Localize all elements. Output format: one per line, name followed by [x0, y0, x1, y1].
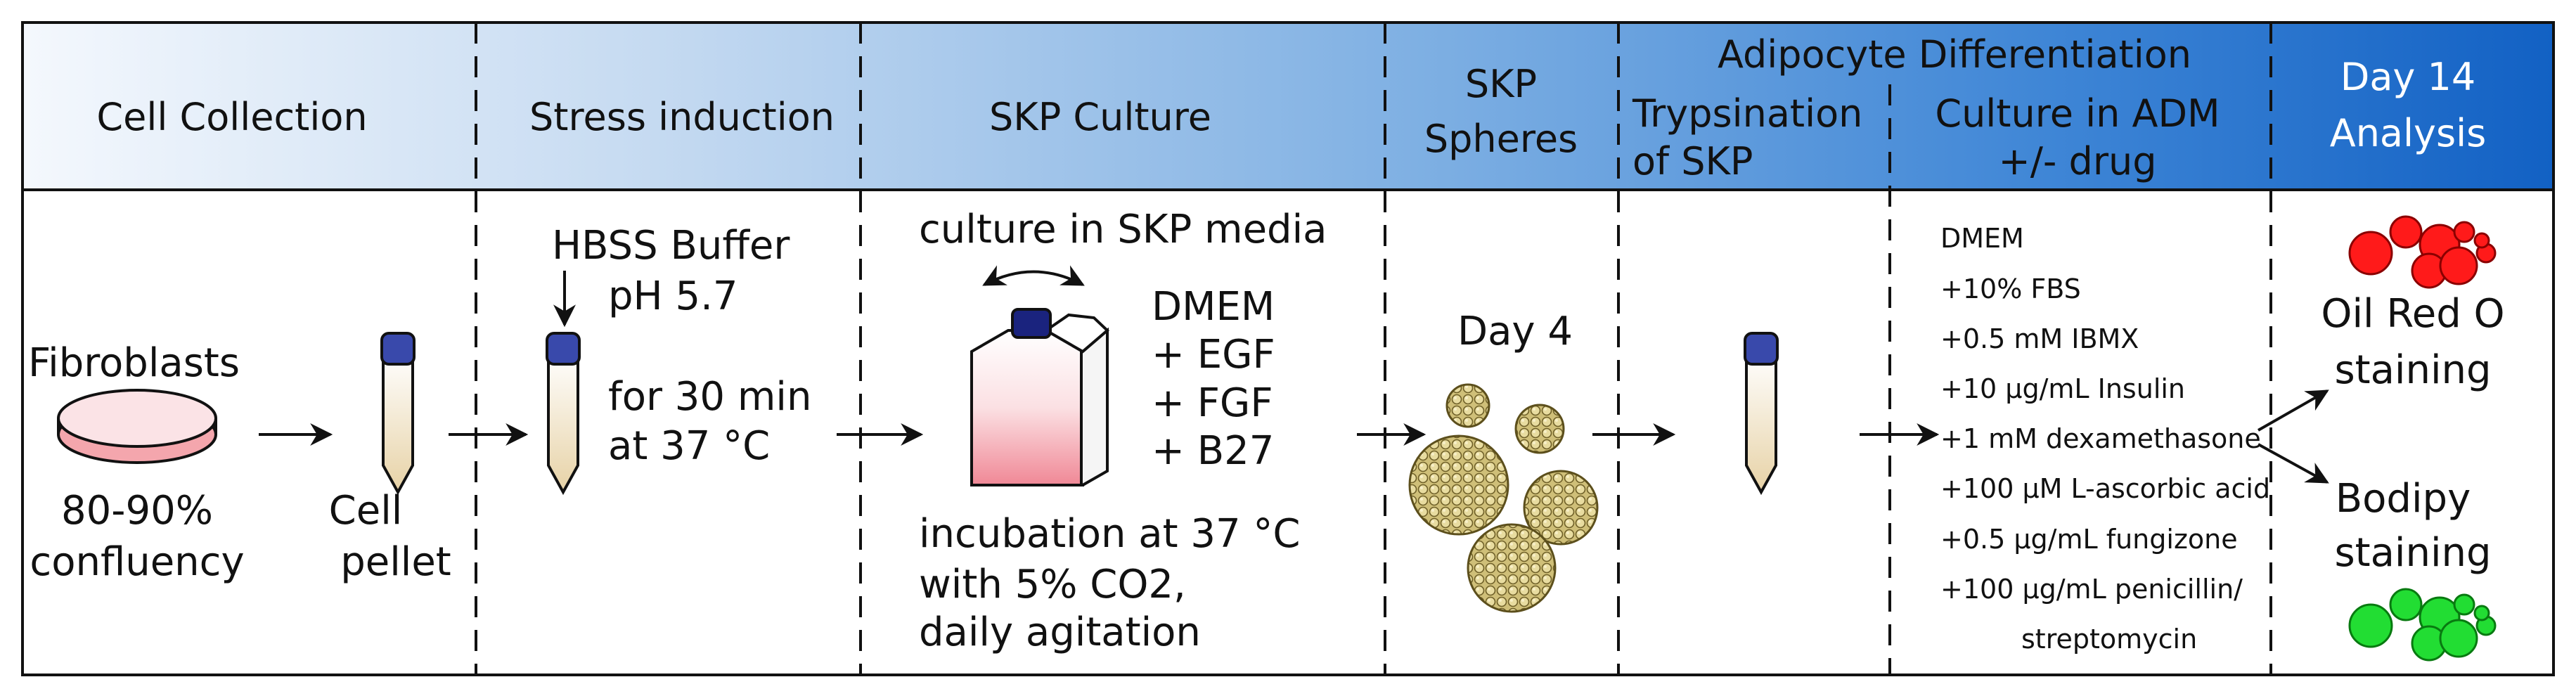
adm-section: DMEM +10% FBS +0.5 mM IBMX +10 µg/mL Ins… — [1860, 223, 2329, 655]
fibroblasts-label: Fibroblasts — [28, 340, 240, 386]
adm-component-5: +1 mM dexamethasone — [1940, 423, 2261, 454]
stress-tube-icon — [546, 332, 581, 496]
bodipy-droplets — [2348, 588, 2497, 662]
adm-component-9: streptomycin — [2021, 624, 2197, 655]
section-dividers — [475, 22, 2272, 675]
trypsination-tube-icon — [1744, 332, 1779, 496]
pellet-tube-icon — [380, 332, 416, 496]
header-trypsination-2: of SKP — [1632, 139, 1753, 183]
temperature-label: at 37 °C — [608, 423, 770, 469]
hbss-buffer-label: HBSS Buffer — [552, 223, 790, 269]
header-cell-collection: Cell Collection — [96, 95, 367, 139]
cell-collection-section: Fibroblasts 80-90% confluency Cell pelle… — [28, 332, 451, 585]
header-skp-spheres-1: SKP — [1465, 62, 1537, 106]
incubation-label-2: with 5% CO2, — [919, 562, 1186, 607]
header-band — [22, 22, 2554, 190]
arrow-to-oil-red — [2258, 389, 2329, 432]
oil-red-droplets — [2348, 215, 2497, 289]
header-stress-induction: Stress induction — [529, 95, 835, 139]
header-day14-2: Analysis — [2330, 111, 2487, 155]
confluency-label-2: confluency — [30, 539, 244, 585]
incubation-label-1: incubation at 37 °C — [919, 511, 1301, 557]
trypsination-section — [1592, 332, 1779, 496]
pellet-label-1: Cell — [329, 488, 403, 534]
header-skp-spheres-2: Spheres — [1424, 117, 1578, 161]
petri-dish-icon — [57, 389, 217, 464]
header-culture-adm-2: +/- drug — [1998, 139, 2156, 183]
oil-red-label-1: Oil Red O — [2321, 291, 2504, 337]
adm-component-8: +100 µg/mL penicillin/ — [1940, 574, 2243, 605]
confluency-label-1: 80-90% — [61, 488, 213, 534]
adm-component-3: +0.5 mM IBMX — [1940, 323, 2139, 354]
header-adipocyte-differentiation: Adipocyte Differentiation — [1718, 32, 2191, 77]
skp-spheres-section: Day 4 — [1357, 309, 1599, 613]
culture-flask-icon — [970, 308, 1109, 486]
media-component-2: + EGF — [1152, 332, 1275, 378]
day4-label: Day 4 — [1457, 309, 1573, 354]
header-trypsination-1: Trypsination — [1632, 91, 1862, 136]
ph-label: pH 5.7 — [608, 273, 738, 319]
adm-component-7: +0.5 µg/mL fungizone — [1940, 524, 2238, 555]
header-skp-culture: SKP Culture — [989, 95, 1211, 139]
time-label: for 30 min — [608, 374, 811, 420]
header-culture-adm-1: Culture in ADM — [1935, 91, 2220, 136]
arrow-to-bodipy — [2258, 443, 2329, 484]
skp-media-label: culture in SKP media — [919, 207, 1327, 252]
media-component-1: DMEM — [1152, 284, 1275, 330]
pellet-label-2: pellet — [340, 539, 451, 585]
adm-component-2: +10% FBS — [1940, 273, 2081, 304]
analysis-section: Oil Red O staining Bodipy staining — [2321, 215, 2505, 662]
header-day14-1: Day 14 — [2340, 55, 2476, 99]
skp-culture-section: culture in SKP media DMEM + EGF + FGF + … — [837, 207, 1327, 655]
bodipy-label-2: staining — [2334, 530, 2491, 576]
media-component-4: + B27 — [1152, 428, 1274, 474]
incubation-label-3: daily agitation — [919, 610, 1201, 655]
agitation-arrow — [982, 265, 1085, 286]
header-labels: Cell Collection Stress induction SKP Cul… — [96, 32, 2486, 183]
adm-component-1: DMEM — [1940, 223, 2024, 254]
outer-frame — [21, 21, 2555, 676]
skp-sphere-cluster — [1408, 383, 1599, 613]
stress-induction-section: HBSS Buffer pH 5.7 for 30 min at 37 °C — [449, 223, 811, 496]
adm-component-4: +10 µg/mL Insulin — [1940, 373, 2185, 404]
adm-component-6: +100 µM L-ascorbic acid — [1940, 473, 2270, 504]
bodipy-label-1: Bodipy — [2336, 476, 2471, 522]
media-component-3: + FGF — [1152, 380, 1273, 426]
oil-red-label-2: staining — [2334, 347, 2491, 393]
